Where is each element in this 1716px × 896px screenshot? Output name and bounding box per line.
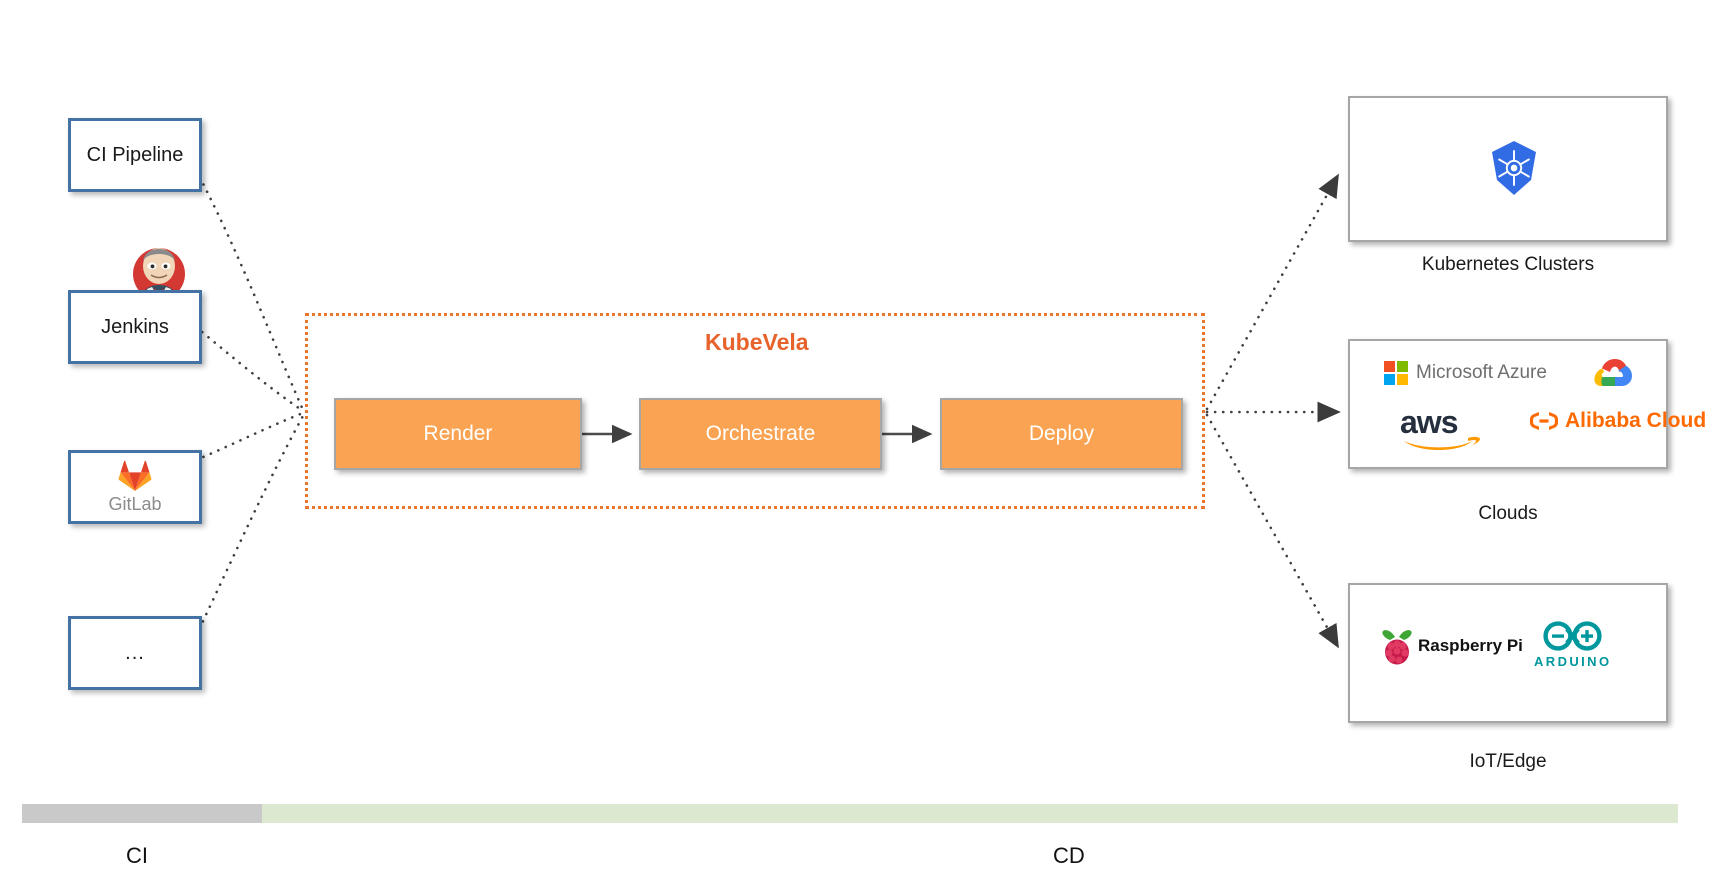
- source-box-more[interactable]: ...: [68, 616, 202, 690]
- target-caption-kubernetes-clusters: Kubernetes Clusters: [1421, 254, 1595, 275]
- stage-label-render: Render: [423, 422, 493, 445]
- raspberry-pi-icon: [1382, 630, 1412, 665]
- target-panel-clouds[interactable]: Microsoft Azure aws Alibaba Cloud: [1348, 339, 1706, 469]
- source-label-ci-pipeline: CI Pipeline: [86, 144, 184, 166]
- target-panel-iot-edge[interactable]: Raspberry Pi ARDUINO: [1348, 583, 1668, 723]
- microsoft-azure-label: Microsoft Azure: [1416, 362, 1547, 383]
- source-box-jenkins[interactable]: Jenkins: [68, 290, 202, 364]
- alibaba-cloud-bracket-icon: [1530, 412, 1558, 430]
- aws-icon: aws: [1400, 404, 1480, 450]
- arduino-logo: ARDUINO: [1534, 619, 1611, 669]
- kubernetes-icon: [1492, 141, 1536, 195]
- band-label-cd: CD: [1053, 843, 1085, 868]
- alibaba-cloud-label: Alibaba Cloud: [1565, 409, 1707, 432]
- wire-gitlab: [194, 411, 305, 462]
- wire-more: [194, 414, 305, 638]
- raspberry-pi-label: Raspberry Pi: [1418, 636, 1523, 655]
- microsoft-azure-logo: Microsoft Azure: [1384, 361, 1547, 385]
- alibaba-cloud-logo: Alibaba Cloud: [1530, 409, 1706, 433]
- target-caption-clouds: Clouds: [1478, 503, 1538, 524]
- raspberry-pi-logo: Raspberry Pi: [1380, 627, 1523, 665]
- source-box-gitlab[interactable]: GitLab: [68, 450, 202, 524]
- arduino-label: ARDUINO: [1534, 654, 1612, 669]
- google-cloud-icon: [1594, 359, 1632, 386]
- stage-box-orchestrate[interactable]: Orchestrate: [639, 398, 882, 470]
- source-label-gitlab: GitLab: [108, 493, 162, 514]
- wire-jenkins: [194, 325, 305, 413]
- band-segment-ci: [22, 804, 262, 823]
- source-label-jenkins: Jenkins: [101, 316, 169, 338]
- stage-label-deploy: Deploy: [1028, 422, 1095, 445]
- arduino-icon: [1543, 621, 1602, 651]
- stage-box-render[interactable]: Render: [334, 398, 582, 470]
- band-label-ci: CI: [126, 843, 148, 868]
- gitlab-fox-icon: [118, 460, 152, 491]
- kubevela-title: KubeVela: [705, 329, 809, 355]
- wire-ci-pipeline: [194, 168, 305, 412]
- source-label-more: ...: [125, 642, 145, 664]
- stage-box-deploy[interactable]: Deploy: [940, 398, 1183, 470]
- kubevela-container: [305, 313, 1205, 509]
- wire-to-iot-edge: [1205, 413, 1339, 649]
- microsoft-azure-icon: [1384, 361, 1408, 385]
- svg-text:aws: aws: [1400, 404, 1458, 440]
- source-box-ci-pipeline[interactable]: CI Pipeline: [68, 118, 202, 192]
- target-panel-kubernetes-clusters[interactable]: [1348, 96, 1668, 242]
- stage-label-orchestrate: Orchestrate: [705, 422, 816, 445]
- band-segment-cd: [262, 804, 1678, 823]
- wire-to-kubernetes: [1205, 173, 1339, 411]
- target-caption-iot-edge: IoT/Edge: [1469, 751, 1547, 772]
